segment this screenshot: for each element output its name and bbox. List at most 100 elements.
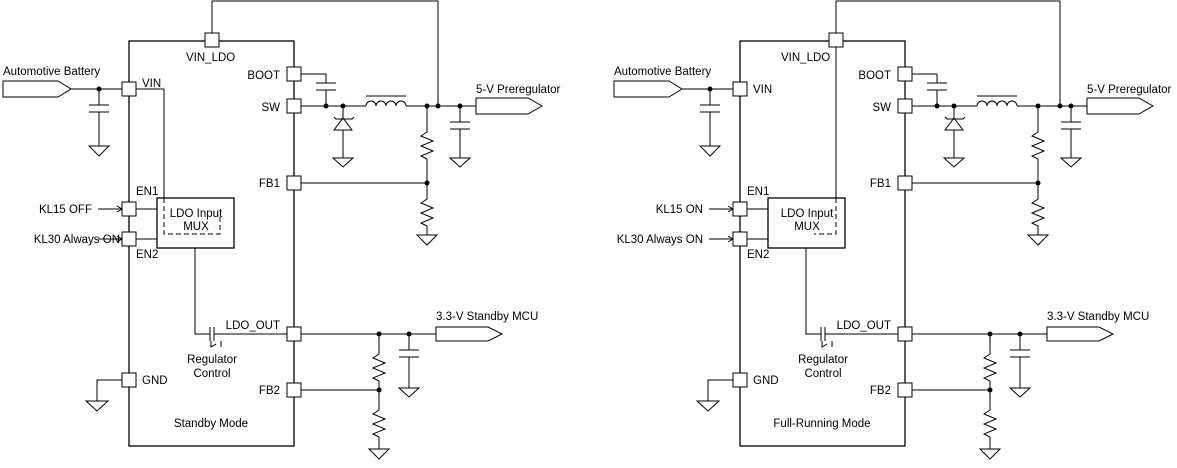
regulator-label-line1: Regulator	[798, 354, 848, 366]
pin-fb2	[286, 382, 302, 398]
catch-diode	[331, 106, 355, 168]
catch-diode-cathode	[944, 116, 966, 120]
mux-output-wire	[194, 248, 200, 335]
en1-arrow	[98, 205, 123, 213]
pin-fb1-label: FB1	[870, 178, 891, 190]
regulator-label-line2: Control	[804, 368, 841, 380]
pin-gnd-label: GND	[753, 375, 779, 387]
pin-en1-label: EN1	[747, 186, 769, 198]
fb1-top-resistor	[419, 106, 435, 183]
vin-ldo-wire	[835, 0, 1061, 106]
battery-label: Automotive Battery	[3, 66, 100, 78]
gnd-symbol	[84, 379, 122, 412]
fb1-top-resistor	[1030, 106, 1046, 183]
pin-ldo-out	[286, 326, 302, 342]
battery-connector	[613, 80, 683, 98]
pin-sw-label: SW	[261, 102, 280, 114]
pin-fb1-label: FB1	[259, 178, 280, 190]
pin-fb1	[897, 175, 913, 191]
en2-input-label: KL30 Always ON	[34, 234, 120, 246]
vin-ldo-wire	[211, 0, 439, 106]
pin-en1	[121, 201, 137, 217]
mode-label: Standby Mode	[174, 418, 248, 430]
vin-cap-ground	[698, 89, 722, 157]
mode-label: Full-Running Mode	[773, 418, 870, 430]
pin-en1	[732, 201, 748, 217]
pin-sw	[897, 98, 913, 114]
en-wires	[136, 208, 157, 240]
pin-vin-ldo-label: VIN_LDO	[186, 52, 235, 64]
preregulator-connector	[475, 97, 544, 115]
diagram-full-running: VIN_LDO Automotive Battery VIN KL15 ON E…	[613, 0, 1172, 460]
pin-en2-label: EN2	[747, 249, 769, 261]
ldo-cap-ground	[1008, 334, 1032, 398]
gnd-symbol	[695, 379, 733, 412]
vout-node-loop	[1057, 103, 1063, 109]
sw-node-boot	[934, 103, 940, 109]
inductor	[365, 100, 407, 107]
pin-en2-label: EN2	[136, 249, 158, 261]
pin-ldo-out-label: LDO_OUT	[226, 320, 280, 332]
ldo-input-mux	[767, 197, 846, 249]
pin-en2	[121, 231, 137, 247]
mux-switch-path	[814, 198, 837, 235]
ldo-cap-ground	[397, 334, 421, 398]
catch-diode	[942, 106, 966, 168]
pin-vin-ldo-label: VIN_LDO	[781, 52, 830, 64]
inductor	[976, 100, 1018, 107]
pin-vin-ldo	[828, 32, 844, 48]
mux-label-line1: LDO Input	[170, 208, 223, 220]
pin-sw	[286, 98, 302, 114]
mcu-label: 3.3-V Standby MCU	[1047, 311, 1149, 323]
sw-node-boot	[323, 103, 329, 109]
pass-transistor	[811, 327, 898, 341]
fb2-top-resistor	[371, 334, 387, 391]
pin-fb2-label: FB2	[259, 385, 280, 397]
mux-label-line2: MUX	[183, 221, 209, 233]
pin-vin-label: VIN	[753, 84, 772, 96]
pin-gnd	[121, 372, 137, 388]
vout-cap-ground	[448, 106, 472, 168]
pass-transistor-body	[821, 341, 833, 348]
pin-fb1	[286, 175, 302, 191]
battery-label: Automotive Battery	[614, 66, 711, 78]
en2-arrow	[709, 235, 734, 243]
diagram-standby: VIN_LDO Automotive Battery VIN KL15 OFF …	[2, 0, 561, 460]
pin-vin-label: VIN	[142, 78, 161, 90]
en1-input-label: KL15 ON	[656, 204, 703, 216]
mux-label-line2: MUX	[794, 221, 820, 233]
pin-boot-label: BOOT	[858, 70, 891, 82]
pin-vin	[121, 81, 137, 97]
mcu-connector	[1046, 326, 1115, 342]
fb1-bottom-resistor	[1026, 183, 1050, 246]
pin-en1-label: EN1	[136, 186, 158, 198]
fb2-bottom-resistor	[367, 390, 391, 460]
regulator-label-line2: Control	[193, 368, 230, 380]
pin-gnd	[732, 372, 748, 388]
pin-boot	[897, 66, 913, 82]
regulator-label-line1: Regulator	[187, 354, 237, 366]
en-wires	[747, 208, 768, 240]
catch-diode-cathode	[333, 116, 355, 120]
mux-switch-path	[163, 198, 221, 235]
boot-capacitor	[912, 73, 947, 106]
pin-boot-label: BOOT	[247, 70, 280, 82]
fb1-bottom-resistor	[415, 183, 439, 246]
vout-node-loop	[435, 103, 441, 109]
ldo-input-mux	[156, 197, 235, 249]
mux-output-wire	[805, 248, 811, 335]
pin-boot	[286, 66, 302, 82]
pin-fb2-label: FB2	[870, 385, 891, 397]
vout-cap-ground	[1059, 106, 1083, 168]
pin-vin	[732, 81, 748, 97]
battery-connector	[2, 80, 72, 98]
pass-transistor-body	[210, 341, 222, 348]
pin-gnd-label: GND	[142, 375, 168, 387]
en2-input-label: KL30 Always ON	[617, 234, 703, 246]
pin-ldo-out	[897, 326, 913, 342]
mcu-connector	[435, 326, 504, 342]
pin-fb2	[897, 382, 913, 398]
pin-sw-label: SW	[872, 102, 891, 114]
